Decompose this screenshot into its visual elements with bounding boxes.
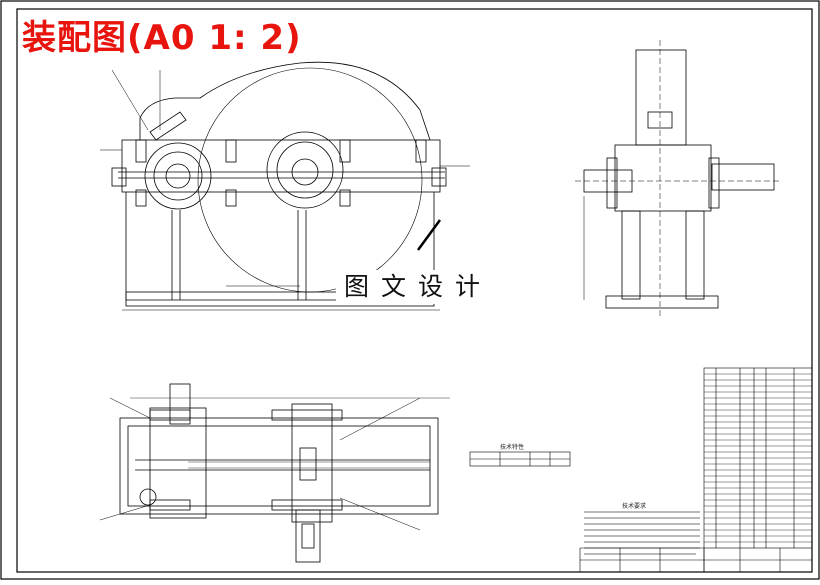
tech-requirements-caption: 技术要求 bbox=[622, 503, 647, 510]
housing-lower bbox=[125, 192, 435, 301]
upper-cover bbox=[139, 61, 431, 141]
tech-features-table bbox=[469, 451, 571, 467]
plan-housing-outer bbox=[119, 417, 439, 515]
plan-output-shaft bbox=[291, 403, 333, 523]
gear-top-protrusion bbox=[635, 49, 687, 146]
large-gear-outline bbox=[197, 67, 423, 293]
top-view bbox=[99, 383, 450, 563]
inner-frame bbox=[16, 8, 813, 573]
parts-list-rows bbox=[704, 373, 812, 543]
oil-dipstick bbox=[416, 219, 442, 251]
side-base bbox=[605, 295, 719, 309]
output-shaft-end bbox=[711, 163, 775, 191]
right-bearing-boss bbox=[266, 131, 344, 209]
side-leg-left bbox=[621, 210, 641, 300]
side-leg-right bbox=[685, 210, 705, 300]
tech-features-caption: 技术特性 bbox=[500, 444, 525, 451]
plan-input-shaft bbox=[169, 383, 191, 425]
left-bearing-boss bbox=[144, 142, 212, 210]
drawing-title: 装配图(A0 1: 2) bbox=[22, 18, 302, 58]
side-housing bbox=[614, 144, 712, 212]
front-view bbox=[100, 61, 470, 311]
side-view bbox=[575, 40, 780, 316]
watermark-text: 图文设计 bbox=[336, 270, 499, 304]
title-block bbox=[579, 547, 813, 573]
inspection-cover bbox=[149, 111, 187, 141]
drain-plug bbox=[139, 488, 157, 506]
